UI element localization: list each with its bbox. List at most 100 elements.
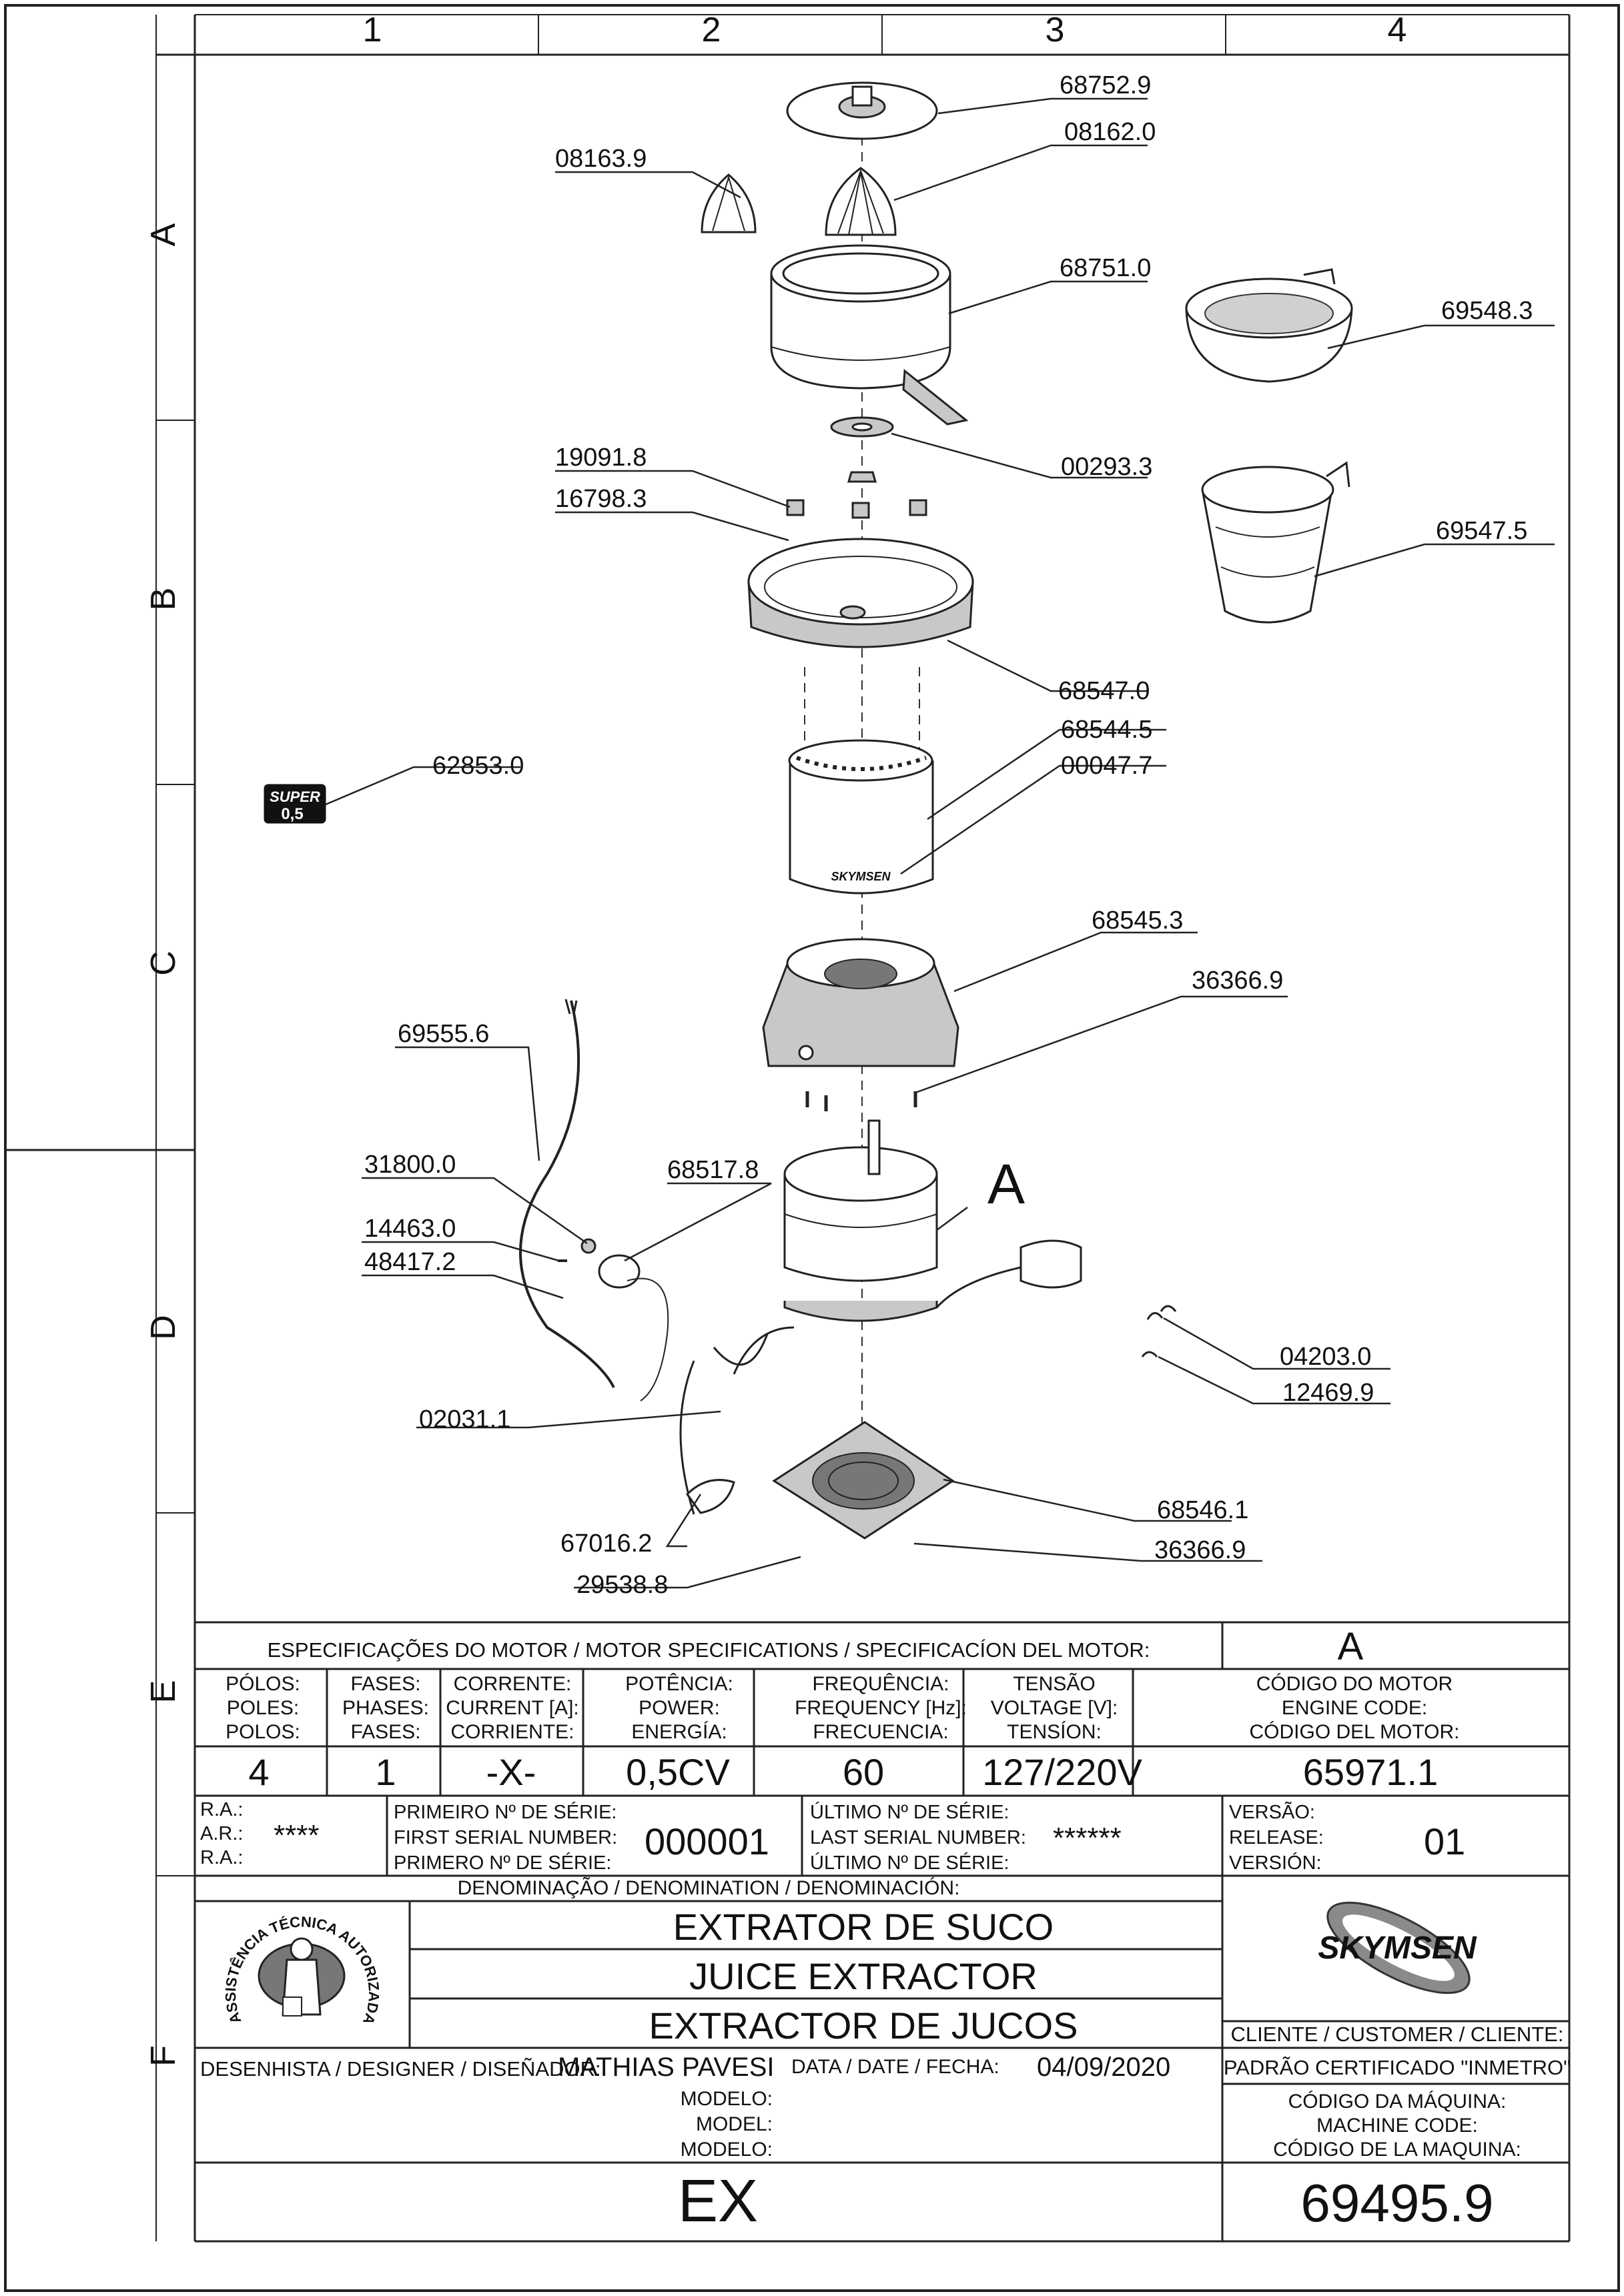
last-serial-label: ÚLTIMO Nº DE SÉRIE: <box>810 1801 1009 1823</box>
certified-label: PADRÃO CERTIFICADO "INMETRO" <box>1224 2056 1571 2079</box>
title-block: ESPECIFICAÇÕES DO MOTOR / MOTOR SPECIFIC… <box>195 1621 1571 2241</box>
column-label: 3 <box>1046 11 1065 49</box>
cable-clamp <box>686 1479 735 1514</box>
denomination-name: EXTRATOR DE SUCO <box>673 1906 1054 1948</box>
part-label: 00047.7 <box>1061 752 1152 780</box>
designer-label: DESENHISTA / DESIGNER / DISEÑADOR: <box>200 2057 601 2081</box>
clip-set <box>1141 1305 1177 1358</box>
spec-header: PHASES: <box>342 1697 429 1719</box>
power-badge: SUPER 0,5 <box>264 784 326 824</box>
client-label: CLIENTE / CUSTOMER / CLIENTE: <box>1231 2023 1564 2046</box>
specs-title: ESPECIFICAÇÕES DO MOTOR / MOTOR SPECIFIC… <box>268 1638 1150 1662</box>
date-value: 04/09/2020 <box>1037 2053 1170 2082</box>
spec-header: CÓDIGO DEL MOTOR: <box>1249 1721 1459 1743</box>
last-serial-label: ÚLTIMO Nº DE SÉRIE: <box>810 1852 1009 1874</box>
brand-text: SKYMSEN <box>1318 1930 1477 1966</box>
machine-code-label: CÓDIGO DE LA MAQUINA: <box>1273 2139 1521 2161</box>
power-cable <box>519 999 795 1515</box>
model-label: MODELO: <box>681 2088 773 2110</box>
part-label: 68751.0 <box>1060 254 1151 282</box>
motor-ref: A <box>1338 1625 1364 1668</box>
part-label: 08162.0 <box>1064 118 1156 146</box>
part-label: 48417.2 <box>364 1248 456 1276</box>
spec-header: CORRENTE: <box>454 1673 572 1695</box>
row-labels: A B C D E F <box>144 223 183 2067</box>
lid-part <box>786 81 938 140</box>
base-plate <box>772 1421 955 1540</box>
spec-header: FREQUENCY [Hz]: <box>795 1697 967 1719</box>
ra-label: R.A.: <box>200 1799 243 1820</box>
machine-code-labels: CÓDIGO DA MÁQUINA: MACHINE CODE: CÓDIGO … <box>1273 2091 1521 2161</box>
spec-headers: PÓLOS: POLES: POLOS: FASES: PHASES: FASE… <box>226 1672 1459 1743</box>
housing-logo: SKYMSEN <box>831 870 891 883</box>
spec-header: VOLTAGE [V]: <box>991 1697 1118 1719</box>
model-label: MODEL: <box>696 2113 773 2135</box>
row-label: E <box>144 1680 183 1704</box>
part-label: 12469.9 <box>1282 1379 1374 1407</box>
column-label: 4 <box>1388 11 1407 49</box>
column-label: 2 <box>702 11 721 49</box>
row-label: F <box>144 2045 183 2067</box>
denomination-name: JUICE EXTRACTOR <box>689 1955 1038 1997</box>
denomination-name: EXTRACTOR DE JUCOS <box>649 2004 1078 2047</box>
part-label: 69555.6 <box>398 1020 489 1048</box>
spec-header: FREQUÊNCIA: <box>812 1673 949 1695</box>
spec-header: FASES: <box>350 1673 420 1695</box>
spec-values: 4 1 -X- 0,5CV 60 127/220V 65971.1 <box>248 1751 1438 1793</box>
spec-value: 65971.1 <box>1303 1751 1438 1793</box>
spec-header: TENSÃO <box>1013 1672 1095 1695</box>
model-label: MODELO: <box>681 2139 773 2161</box>
spec-header: PÓLOS: <box>226 1673 300 1695</box>
part-label: 29538.8 <box>576 1571 668 1599</box>
badge-text-1: SUPER <box>270 788 320 805</box>
outer-border <box>4 4 1620 2292</box>
part-label: 31800.0 <box>364 1151 456 1179</box>
authorized-service-seal: ASSISTÊNCIA TÉCNICA AUTORIZADA <box>222 1913 382 2027</box>
switch-part <box>598 1254 669 1401</box>
row-label: C <box>144 951 183 976</box>
spec-header: POTÊNCIA: <box>625 1673 733 1695</box>
spec-header: TENSÍON: <box>1007 1721 1102 1743</box>
splash-guard <box>747 538 974 648</box>
column-label: 1 <box>363 11 382 49</box>
part-label: 68547.0 <box>1058 677 1150 705</box>
part-label: 08163.9 <box>555 145 647 173</box>
exploded-view: SKYMSEN <box>264 71 1555 1599</box>
denomination-title: DENOMINAÇÃO / DENOMINATION / DENOMINACIÓ… <box>458 1876 960 1899</box>
juice-cup <box>1201 461 1350 624</box>
part-label: 67016.2 <box>560 1530 652 1558</box>
designer-name: MATHIAS PAVESI <box>558 2053 775 2082</box>
spec-value: 4 <box>248 1751 269 1793</box>
part-label: 68544.5 <box>1061 716 1152 744</box>
strainer-basket <box>1185 268 1353 383</box>
model-labels: MODELO: MODEL: MODELO: <box>681 2088 773 2161</box>
part-label: 36366.9 <box>1154 1536 1246 1564</box>
denomination-names: EXTRATOR DE SUCO JUICE EXTRACTOR EXTRACT… <box>649 1906 1078 2047</box>
part-label: 04203.0 <box>1280 1343 1371 1371</box>
part-label: 00293.3 <box>1061 453 1152 481</box>
reamer-cone-small <box>701 173 757 233</box>
part-label: 36366.9 <box>1192 967 1283 995</box>
spec-header: CURRENT [A]: <box>446 1697 578 1719</box>
nut-set <box>786 499 927 519</box>
first-serial-label: PRIMEIRO Nº DE SÉRIE: <box>394 1801 617 1823</box>
row-label: D <box>144 1315 183 1340</box>
brand-logo: SKYMSEN <box>1318 1901 1477 1994</box>
part-label: 68752.9 <box>1060 71 1151 99</box>
part-label: 16798.3 <box>555 485 647 513</box>
motor-cover: SKYMSEN <box>788 739 934 895</box>
spec-header: CORRIENTE: <box>450 1721 574 1743</box>
ra-label: R.A.: <box>200 1847 243 1868</box>
spec-value: 0,5CV <box>626 1751 730 1793</box>
ra-label: A.R.: <box>200 1823 243 1844</box>
part-label: 19091.8 <box>555 444 647 472</box>
part-label: 68545.3 <box>1092 907 1183 935</box>
row-label: A <box>144 223 183 246</box>
part-labels: 68752.9 08162.0 08163.9 68751.0 69548.3 … <box>364 71 1533 1599</box>
spec-header: POWER: <box>639 1697 720 1719</box>
first-serial-label: FIRST SERIAL NUMBER: <box>394 1827 617 1848</box>
spec-header: CÓDIGO DO MOTOR <box>1256 1673 1453 1695</box>
motor-assembly <box>783 1119 1082 1322</box>
last-serial-value: ****** <box>1053 1822 1122 1854</box>
